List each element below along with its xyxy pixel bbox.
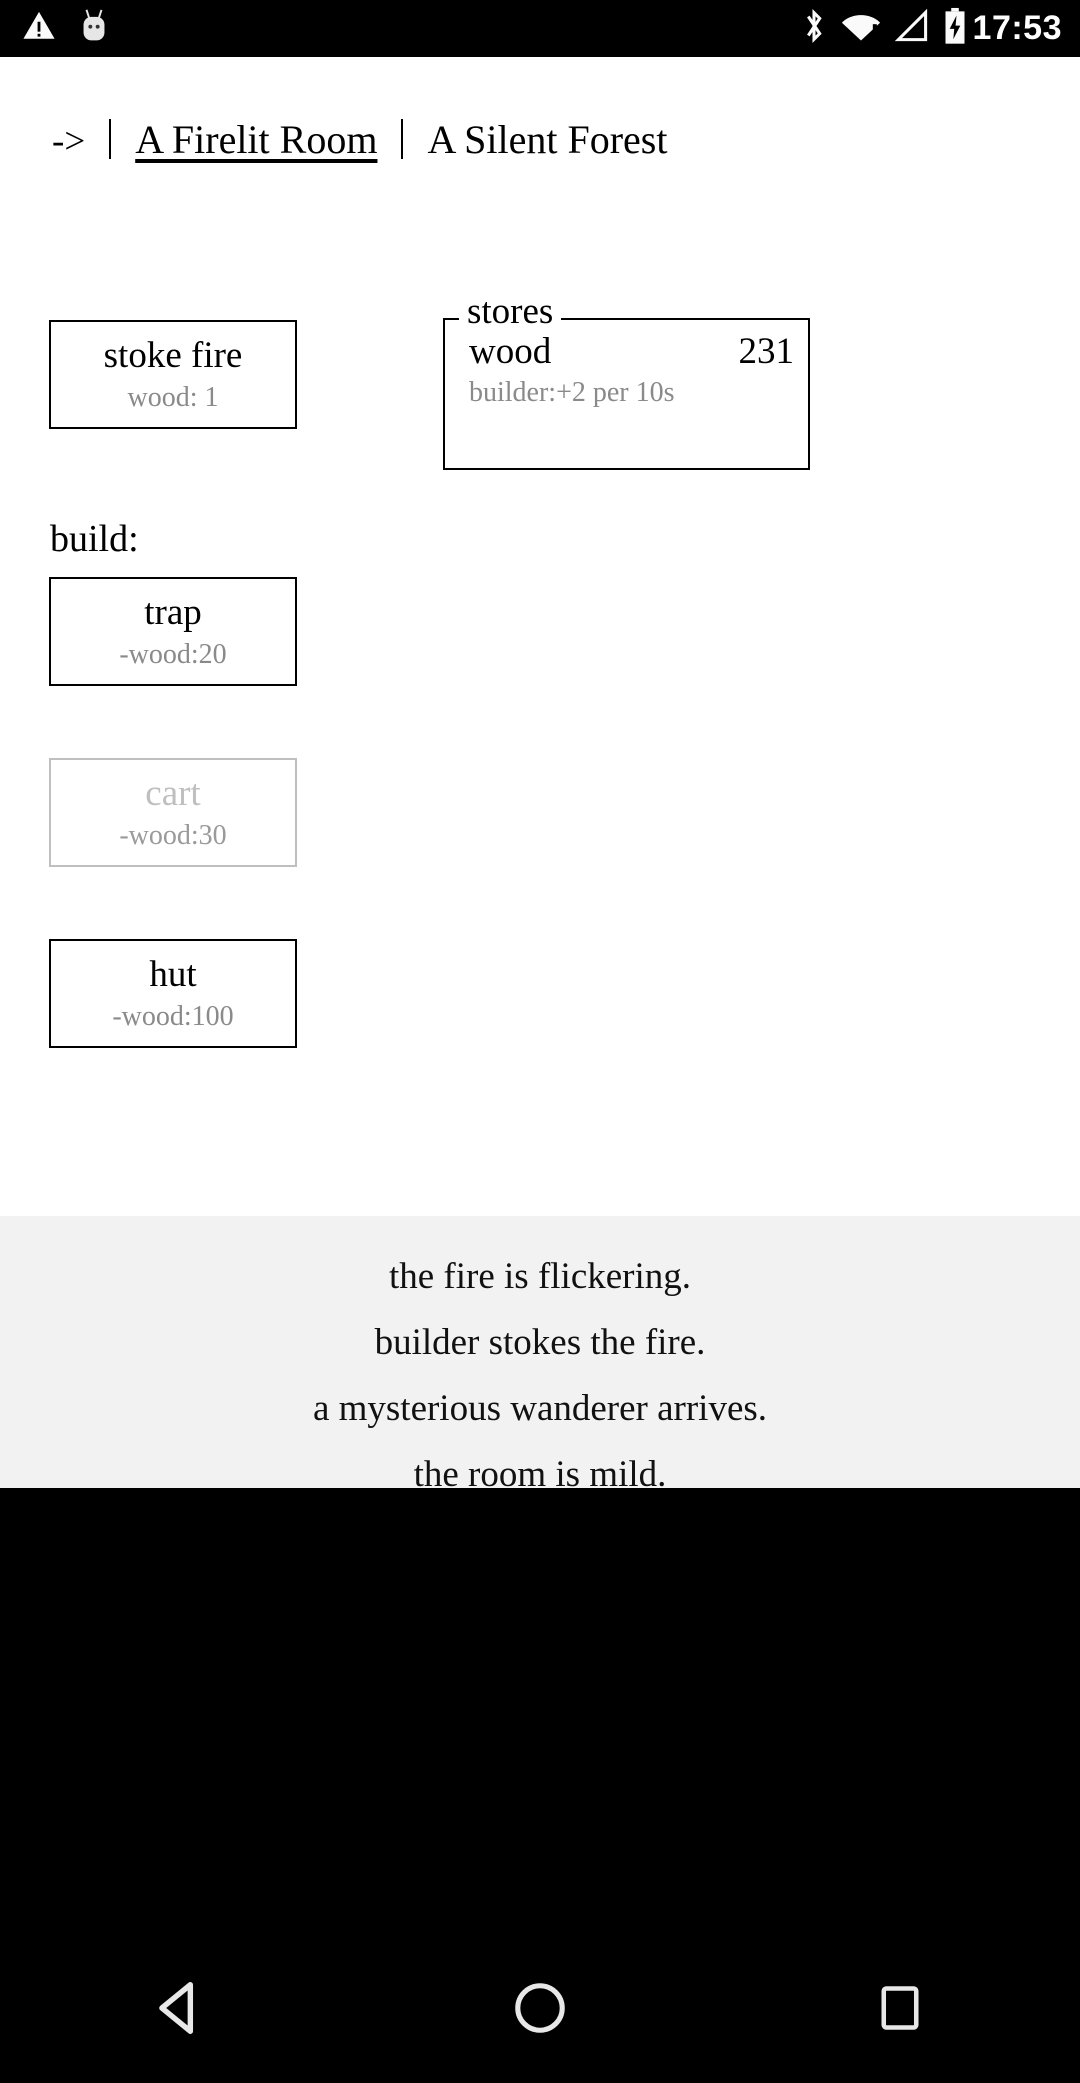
store-value-wood: 231 [738,331,795,372]
store-name-wood: wood [469,331,552,372]
store-row-wood: wood 231 [469,330,794,373]
log-line: the fire is flickering. [388,1256,692,1297]
recents-icon[interactable] [800,1933,1000,2083]
message-log: the fire is flickering. builder stokes t… [0,1216,1080,1495]
warning-triangle-icon [22,9,56,48]
build-trap-button[interactable]: trap -wood:20 [49,576,297,686]
status-bar-clock: 17:53 [972,9,1062,47]
stoke-fire-label: stoke fire [103,335,243,376]
actions-column: stoke fire wood: 1 build: trap -wood:20 … [49,320,349,1048]
build-hut-cost: -wood:100 [112,1000,234,1032]
build-hut-label: hut [149,953,197,995]
stores-panel: stores wood 231 builder:+2 per 10s [443,293,810,470]
button-spacer-2 [49,867,349,939]
wifi-alert-icon [841,9,881,48]
build-trap-cost: -wood:20 [119,638,227,670]
nav-separator-1 [109,119,112,159]
system-bottom-area [0,1488,1080,2083]
android-bugdroid-icon [78,9,110,48]
status-bar-left [22,9,110,48]
stores-legend: stores [459,293,562,330]
status-bar: 17:53 [0,0,1080,57]
bluetooth-icon [801,7,827,50]
store-income-wood: builder:+2 per 10s [469,377,675,408]
log-line: builder stokes the fire. [374,1321,706,1363]
android-navbar [0,1933,1080,2083]
build-section-label: build: [50,517,139,560]
battery-charging-icon [943,7,967,50]
build-cart-button: cart -wood:30 [49,757,297,867]
log-line: the room is mild. [413,1453,667,1495]
build-trap-label: trap [144,591,202,633]
build-cart-label: cart [145,772,201,814]
location-nav: -> A Firelit Room A Silent Forest [0,57,1080,163]
log-line: a mysterious wanderer arrives. [312,1387,768,1429]
build-cart-cost: -wood:30 [119,819,227,851]
status-bar-right [801,7,967,50]
nav-separator-2 [401,119,404,159]
nav-arrow-indicator: -> [52,121,86,162]
tab-a-firelit-room[interactable]: A Firelit Room [135,117,378,162]
home-icon[interactable] [440,1933,640,2083]
button-spacer-1 [49,686,349,758]
game-main: stoke fire wood: 1 build: trap -wood:20 … [0,163,1080,2083]
stoke-fire-cost: wood: 1 [127,381,219,413]
build-hut-button[interactable]: hut -wood:100 [49,938,297,1048]
tab-a-silent-forest[interactable]: A Silent Forest [427,117,668,162]
stoke-fire-button[interactable]: stoke fire wood: 1 [49,320,297,429]
cell-signal-none-icon [894,8,929,48]
back-icon[interactable] [80,1933,280,2083]
